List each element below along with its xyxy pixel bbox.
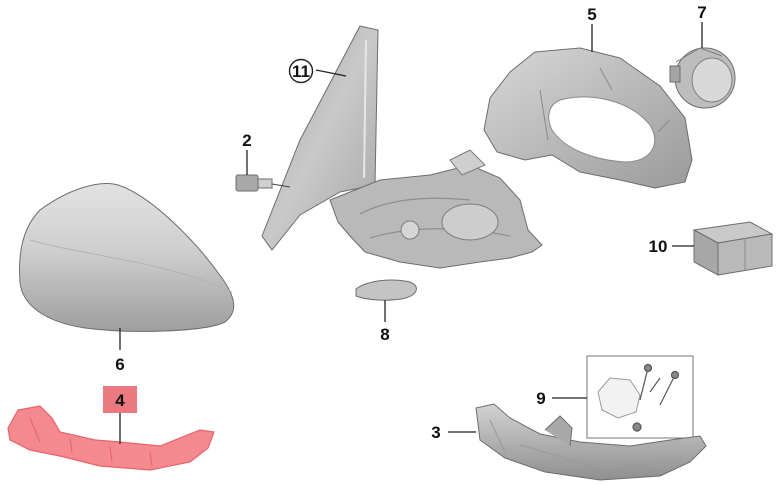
mirror-glass — [261, 25, 379, 251]
part-label-3: 3 — [431, 423, 440, 442]
part-label-9: 9 — [536, 389, 545, 408]
lower-trim — [475, 403, 707, 481]
leader-11 — [315, 69, 347, 77]
mirror-base-assembly — [329, 149, 543, 269]
part-label-10: 10 — [649, 237, 668, 256]
mirror-cap-cover — [19, 183, 235, 332]
module-box — [692, 221, 774, 276]
mirror-housing-frame — [483, 47, 693, 189]
turn-signal-indicator — [7, 405, 215, 471]
highlight-box-4 — [103, 386, 137, 413]
part-label-4: 4 — [115, 391, 125, 410]
screw-kit — [586, 355, 694, 439]
connector — [235, 174, 291, 192]
part-label-6: 6 — [115, 355, 124, 374]
cover-plate — [355, 279, 417, 301]
part-label-8: 8 — [380, 325, 389, 344]
part-label-7: 7 — [697, 3, 706, 22]
label-11-circle — [288, 58, 314, 84]
leader-lines — [119, 22, 703, 444]
adjustment-motor — [669, 47, 736, 109]
part-label-11: 11 — [292, 62, 310, 81]
part-label-5: 5 — [587, 5, 596, 24]
part-label-2: 2 — [242, 131, 251, 150]
